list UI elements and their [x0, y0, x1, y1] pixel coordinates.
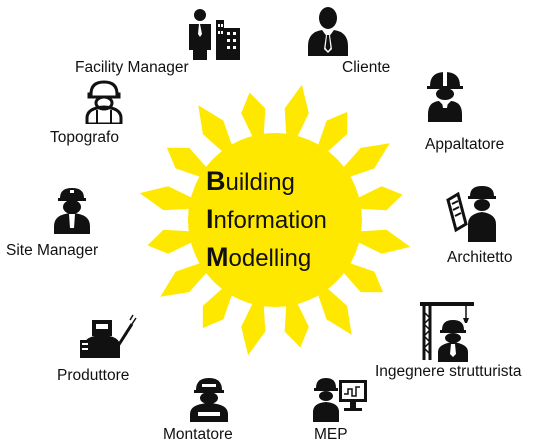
- site-manager-icon: [54, 188, 90, 234]
- role-facility-manager: Facility Manager: [75, 59, 189, 76]
- worker-computer-icon: [313, 378, 367, 422]
- businessman-building-icon: [189, 9, 240, 60]
- contractor-hardhat-icon: [427, 72, 463, 122]
- sun-ray: [241, 92, 266, 137]
- role-mep: MEP: [314, 426, 348, 443]
- sun-disk: [188, 133, 362, 307]
- sun-ray: [318, 111, 348, 152]
- surveyor-icon: [85, 80, 123, 124]
- title-line-building: Building: [206, 166, 295, 196]
- installer-worker-icon: [190, 378, 228, 422]
- sun-ray: [358, 229, 411, 254]
- role-montatore: Montatore: [163, 426, 233, 443]
- sun-ray: [318, 288, 352, 335]
- sun-ray: [284, 303, 309, 348]
- sun-ray: [166, 147, 207, 177]
- sun-ray: [160, 263, 207, 297]
- title-line-information: Information: [206, 204, 327, 234]
- role-appaltatore: Appaltatore: [425, 136, 505, 153]
- role-site-manager: Site Manager: [6, 242, 99, 259]
- sun-ray: [284, 84, 309, 137]
- sun-ray: [198, 105, 232, 152]
- sun-ray: [343, 143, 390, 177]
- sun-ray: [147, 229, 192, 254]
- businessman-icon: [308, 7, 348, 56]
- role-ingegnere-strutturista: Ingegnere strutturista: [375, 363, 522, 380]
- engineer-crane-icon: [420, 302, 474, 362]
- sun-ray: [202, 288, 232, 329]
- sun-ray: [241, 303, 266, 356]
- title-line-modelling: Modelling: [206, 242, 312, 272]
- sun-rays: [139, 84, 411, 356]
- role-topografo: Topografo: [50, 129, 119, 146]
- sun-ray: [139, 186, 192, 211]
- sun-ray: [343, 263, 384, 293]
- architect-blueprint-icon: [446, 186, 496, 242]
- role-produttore: Produttore: [57, 367, 130, 384]
- sun-ray: [358, 186, 403, 211]
- welder-icon: [80, 314, 137, 358]
- role-cliente: Cliente: [342, 59, 391, 76]
- role-architetto: Architetto: [447, 249, 513, 266]
